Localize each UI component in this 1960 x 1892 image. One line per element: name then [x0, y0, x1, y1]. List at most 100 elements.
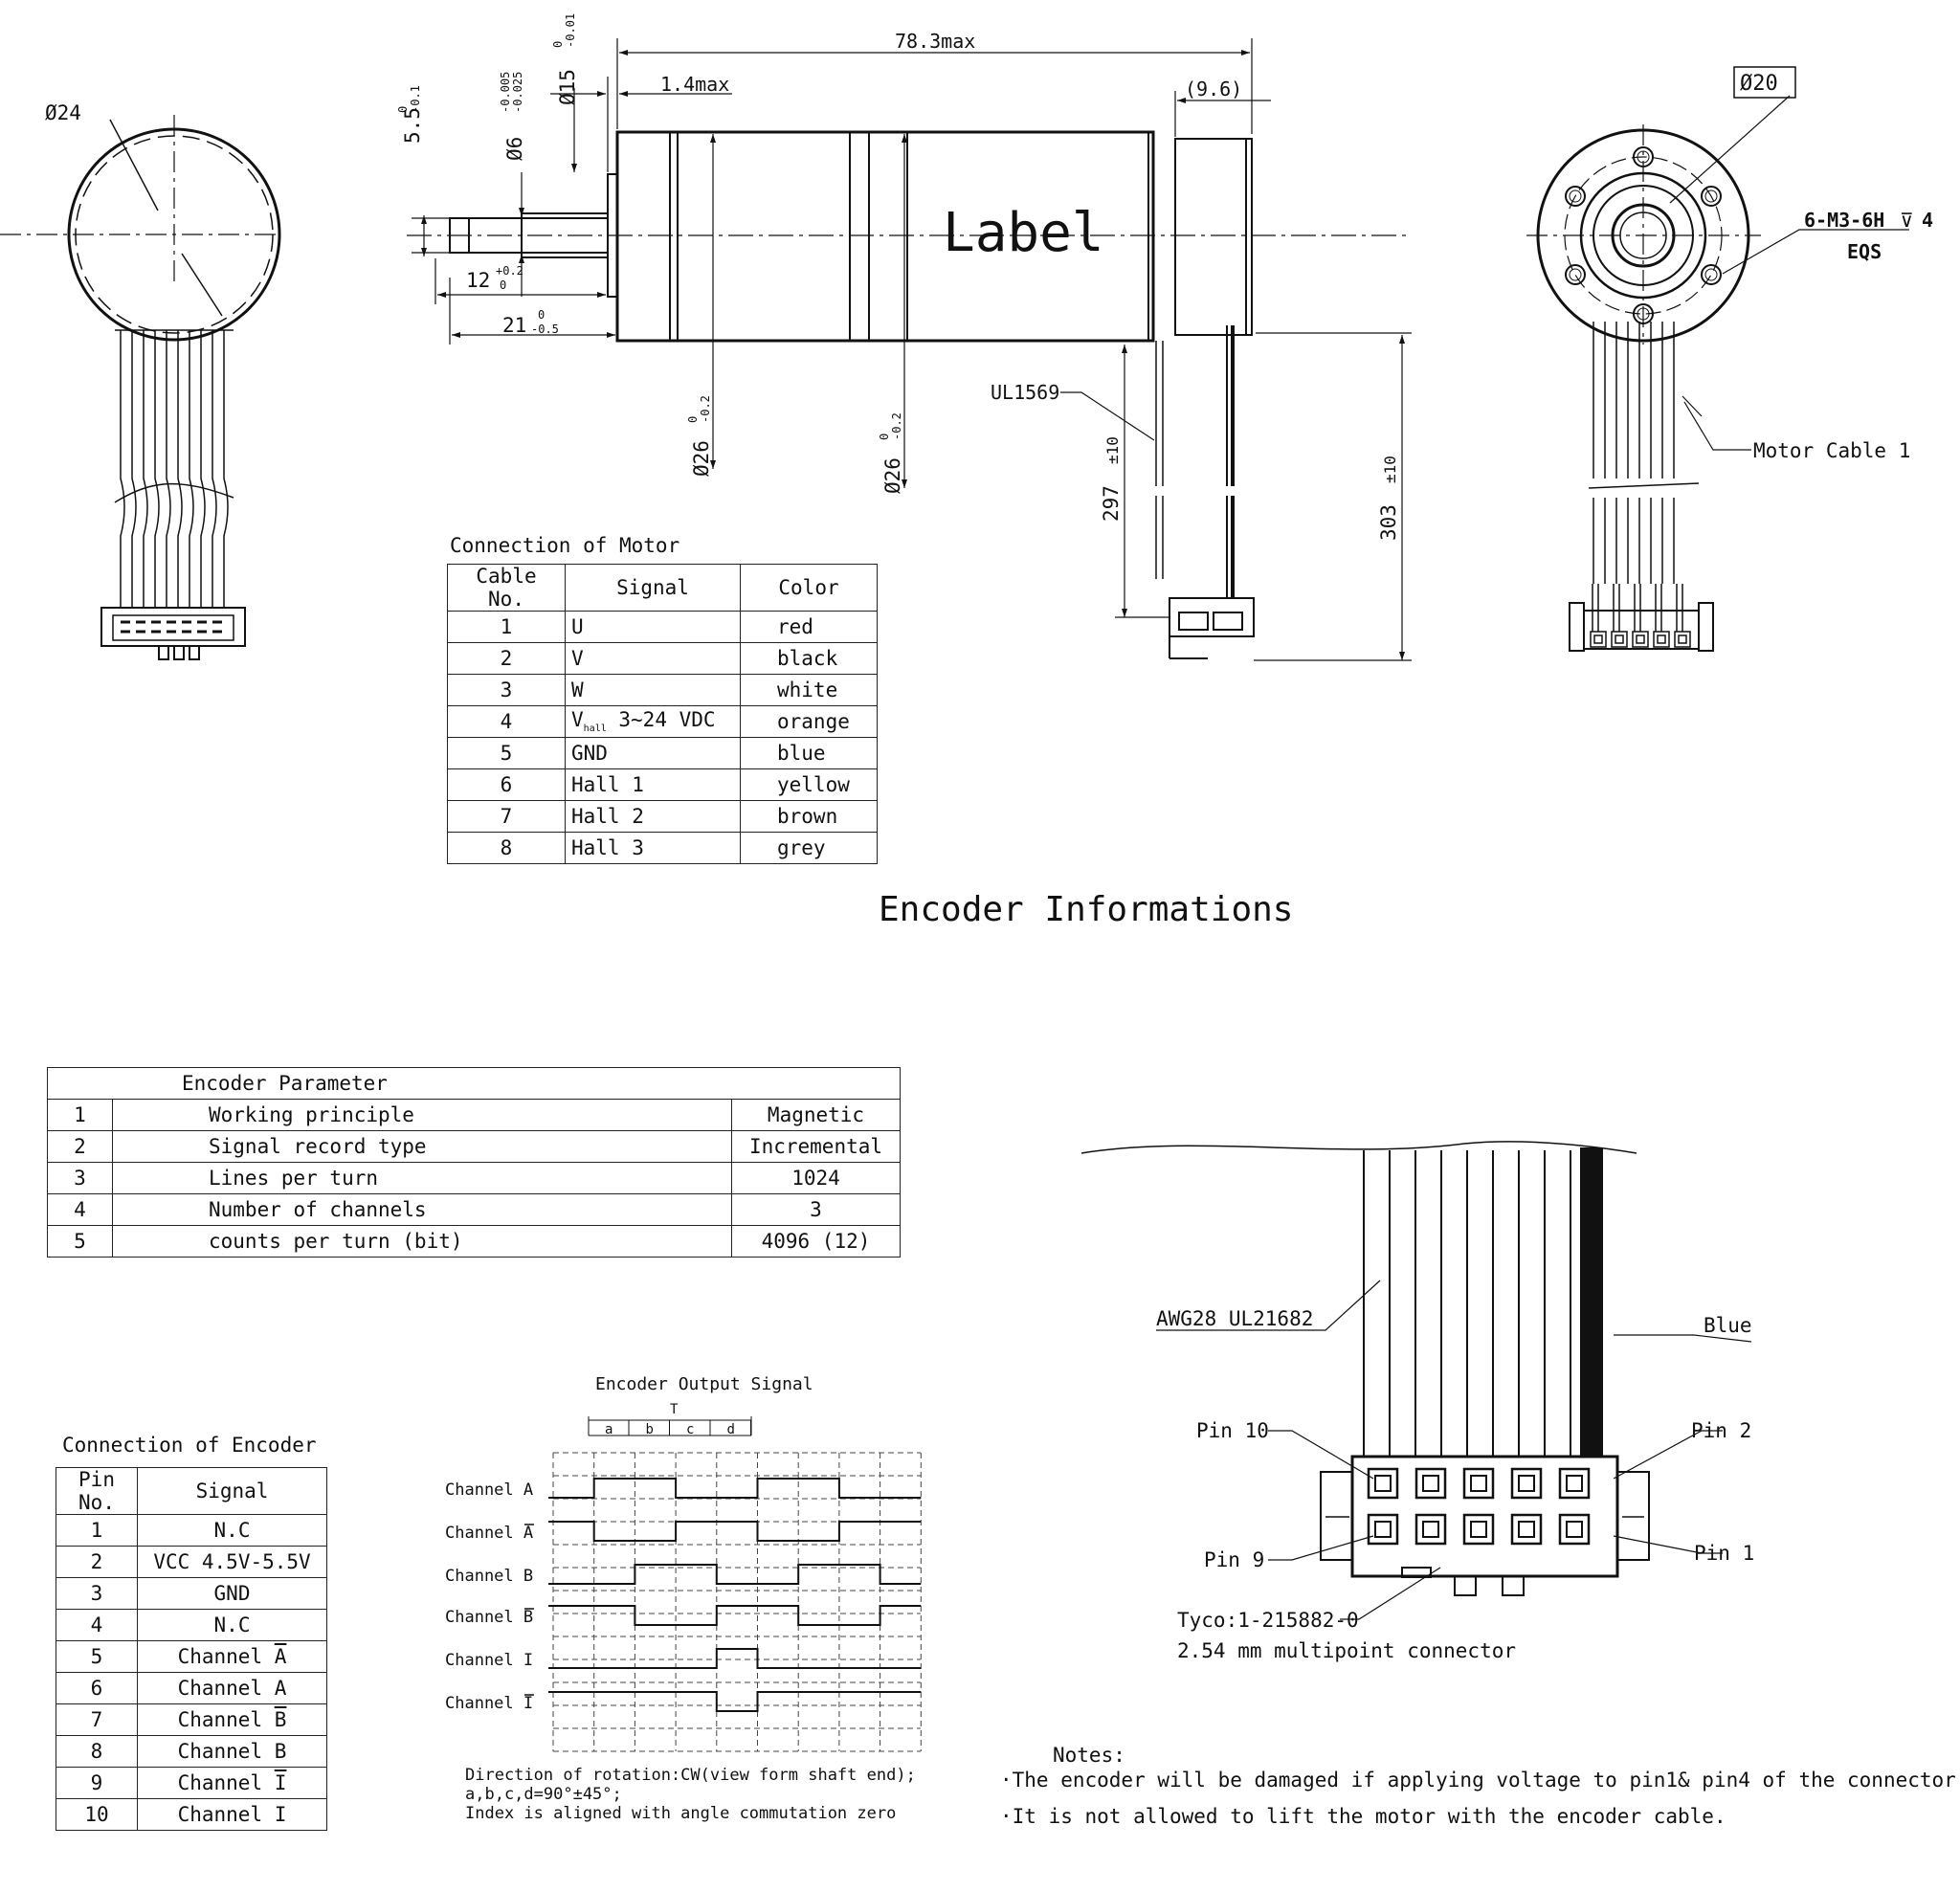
- motor-cable-label: Motor Cable 1: [1753, 439, 1910, 462]
- dim-shaft-total-tol-upper: 0: [538, 308, 545, 322]
- signal-cell: U: [565, 611, 741, 643]
- period-label: T: [670, 1402, 679, 1417]
- pin-no-cell: 5: [56, 1640, 138, 1673]
- enc-signal-cell: VCC 4.5V-5.5V: [137, 1546, 327, 1578]
- encoder-connector-detail: [1080, 1141, 1752, 1620]
- col-color: Color: [740, 564, 878, 612]
- output-signal-title: Encoder Output Signal: [595, 1374, 813, 1394]
- holes-label: 6-M3-6H: [1804, 209, 1884, 232]
- motor-side-view: [407, 38, 1412, 661]
- cable-len-2: 303: [1377, 504, 1400, 541]
- left-end-view: [0, 115, 281, 660]
- cable-no-cell: 6: [447, 768, 566, 801]
- col-signal: Signal: [565, 564, 741, 612]
- dim-shaft-dia: Ø6: [503, 137, 526, 161]
- signal-note-2: a,b,c,d=90°±45°;: [465, 1785, 622, 1804]
- param-no-cell: 3: [47, 1162, 113, 1194]
- enc-signal-cell: N.C: [137, 1609, 327, 1641]
- col-pin-no: Pin No.: [56, 1467, 138, 1515]
- pin-no-cell: 9: [56, 1767, 138, 1799]
- param-value-cell: Magnetic: [731, 1099, 901, 1131]
- signal-cell: Hall 2: [565, 800, 741, 833]
- dim-flat: 5.5: [401, 107, 424, 144]
- param-name-cell: Number of channels: [112, 1193, 732, 1226]
- channel-waveform: [548, 1691, 922, 1712]
- pin-no-cell: 7: [56, 1703, 138, 1736]
- dim-boss-tol-upper: 0: [551, 41, 565, 48]
- cable-no-cell: 5: [447, 737, 566, 769]
- encoder-param-title: Encoder Parameter: [47, 1067, 901, 1100]
- color-cell: black: [740, 642, 878, 675]
- pin-no-cell: 1: [56, 1514, 138, 1547]
- eqs-label: EQS: [1847, 240, 1882, 263]
- motor-table-header: Cable No. Signal Color: [447, 564, 878, 612]
- color-cell: red: [740, 611, 878, 643]
- signal-cell: V: [565, 642, 741, 675]
- pin-no-cell: 4: [56, 1609, 138, 1641]
- dim-body-tol-lower-2: -0.2: [890, 412, 903, 440]
- param-value-cell: 1024: [731, 1162, 901, 1194]
- pin-no-cell: 6: [56, 1672, 138, 1704]
- channel-label: Channel A: [445, 1480, 533, 1500]
- label-text: Label: [943, 202, 1104, 264]
- dim-flat-tol-upper: 0: [396, 106, 410, 113]
- enc-signal-cell: GND: [137, 1577, 327, 1610]
- enc-signal-cell: Channel A: [137, 1672, 327, 1704]
- dim-shaft-tol-upper: -0.005: [499, 72, 512, 113]
- motor-table-title: Connection of Motor: [450, 534, 680, 557]
- pin-no-cell: 10: [56, 1798, 138, 1831]
- signal-cell: Vhall 3~24 VDC: [565, 705, 741, 738]
- enc-signal-cell: Channel B: [137, 1703, 327, 1736]
- cable-type-label: UL1569: [991, 381, 1059, 404]
- dim-shaft-tol-lower: -0.025: [511, 72, 524, 113]
- channel-label: Channel A: [445, 1524, 533, 1543]
- signal-cell: W: [565, 674, 741, 706]
- enc-signal-cell: Channel I: [137, 1767, 327, 1799]
- dim-shaft-total-tol-lower: -0.5: [531, 323, 559, 336]
- channel-waveform: [548, 1478, 922, 1499]
- param-value-cell: 4096 (12): [731, 1225, 901, 1258]
- encoder-param-header: Encoder Parameter: [47, 1067, 901, 1100]
- cable-no-cell: 3: [447, 674, 566, 706]
- dim-body-dia-1: Ø26: [690, 440, 713, 477]
- param-name-cell: Lines per turn: [112, 1162, 732, 1194]
- channel-waveform: [548, 1564, 922, 1585]
- channel-waveform: [548, 1605, 922, 1626]
- encoder-conn-header: Pin No. Signal: [56, 1467, 327, 1515]
- pin2-label: Pin 2: [1691, 1419, 1751, 1442]
- cable-len-1-tol: ±10: [1103, 436, 1122, 464]
- phase-label: d: [727, 1422, 735, 1437]
- note-2: ·It is not allowed to lift the motor wit…: [1000, 1805, 1726, 1828]
- param-name-cell: counts per turn (bit): [112, 1225, 732, 1258]
- color-cell: brown: [740, 800, 878, 833]
- param-no-cell: 2: [47, 1130, 113, 1163]
- cable-no-cell: 4: [447, 705, 566, 738]
- param-name-cell: Working principle: [112, 1099, 732, 1131]
- channel-label: Channel B: [445, 1608, 533, 1627]
- dim-boss-tol-lower: -0.01: [564, 13, 577, 48]
- dim-total-length: 78.3max: [895, 30, 975, 53]
- color-cell: yellow: [740, 768, 878, 801]
- pin9-label: Pin 9: [1204, 1548, 1264, 1571]
- pcd-label: Ø20: [1740, 72, 1778, 96]
- dim-shaft-len-tol-lower: 0: [500, 278, 506, 292]
- dim-body-tol-lower-1: -0.2: [699, 395, 712, 423]
